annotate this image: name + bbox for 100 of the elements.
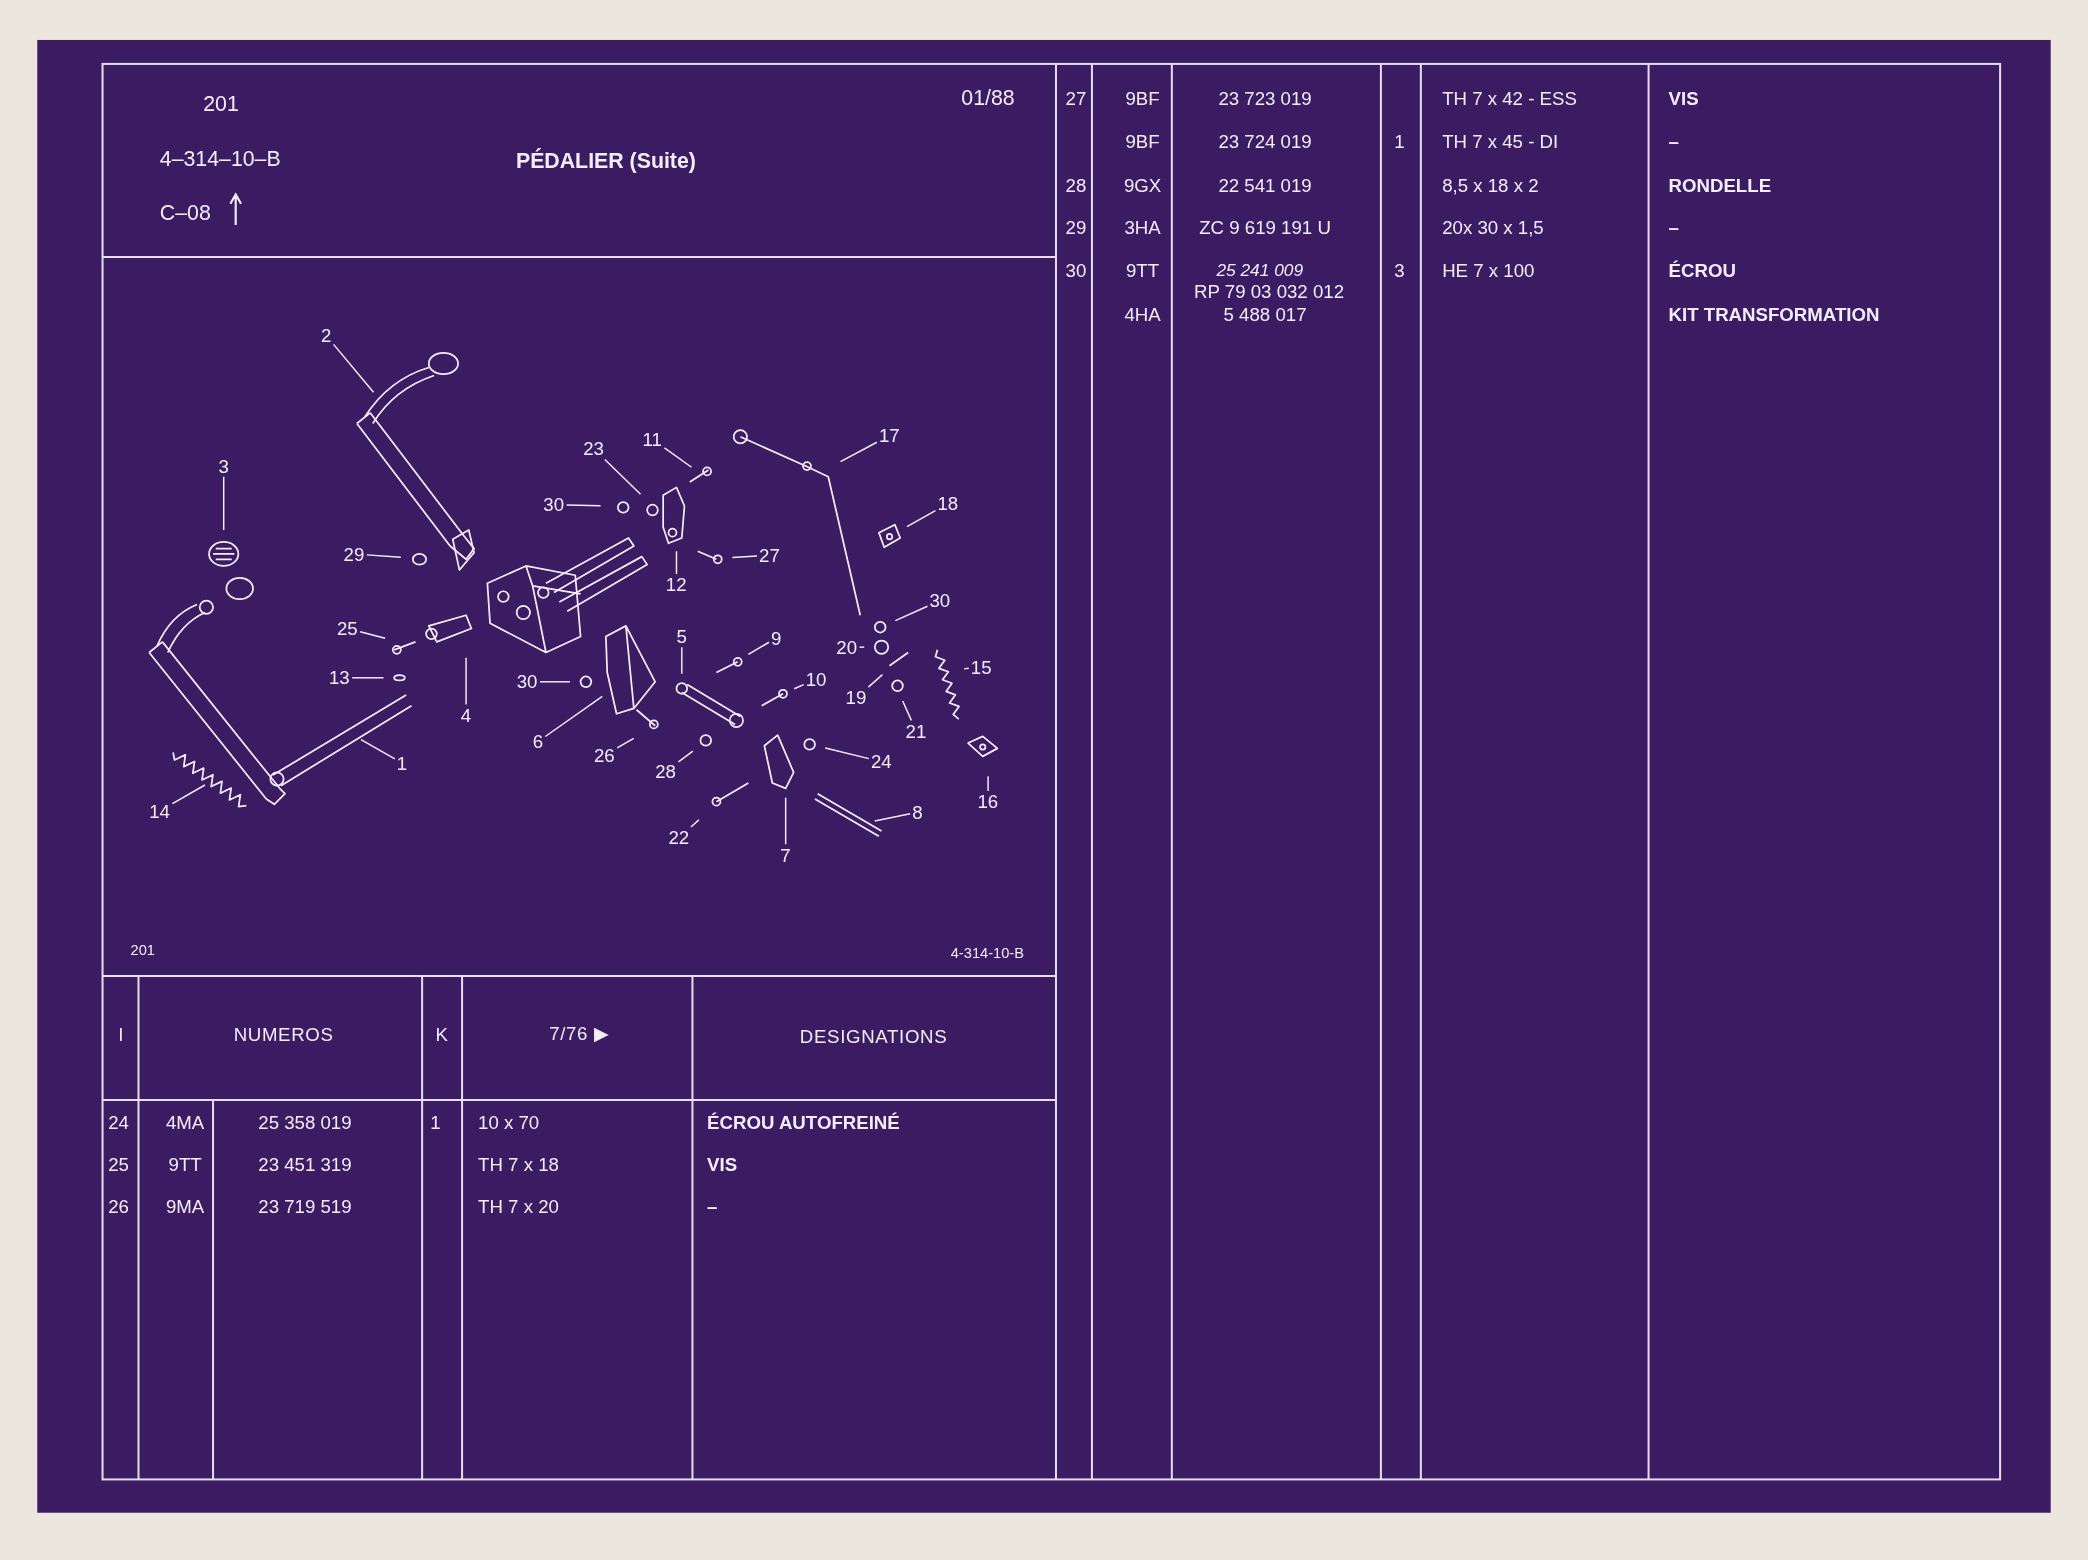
callout-number: 27 xyxy=(759,545,780,565)
leader-line xyxy=(616,737,635,749)
table-cell: TH 7 x 20 xyxy=(478,1197,559,1216)
table-cell: 26 xyxy=(108,1197,129,1216)
callout-number: 8 xyxy=(912,802,923,822)
table-cell: 29 xyxy=(1065,218,1087,238)
callout-number: 30 xyxy=(929,591,951,610)
column-header: DESIGNATIONS xyxy=(799,1026,948,1046)
table-cell: TH 7 x 42 - ESS xyxy=(1442,89,1577,108)
table-cell: 28 xyxy=(1065,175,1087,195)
leader-line xyxy=(366,554,402,558)
callout-number: 2 xyxy=(320,326,332,345)
table-cell: 22 541 019 xyxy=(1218,175,1312,195)
leader-line xyxy=(675,550,678,575)
callout-number: 9 xyxy=(771,628,782,648)
leader-line xyxy=(867,673,884,688)
column-header: 7/76 ▶ xyxy=(549,1024,610,1043)
leader-line xyxy=(793,683,805,690)
table-cell: ZC 9 619 191 U xyxy=(1199,218,1331,238)
table-cell: 23 719 519 xyxy=(258,1197,352,1216)
table-cell: 3HA xyxy=(1124,218,1161,238)
callout-number: 5 xyxy=(676,627,687,646)
reference-code: C–08 xyxy=(159,202,211,224)
table-cell: 20x 30 x 1,5 xyxy=(1442,218,1544,238)
table-cell: – xyxy=(707,1197,718,1216)
table-cell: 9TT xyxy=(1125,261,1160,280)
table-cell: 9TT xyxy=(168,1154,202,1174)
table-cell: HE 7 x 100 xyxy=(1442,261,1535,280)
callout-number: 19 xyxy=(845,688,867,708)
leader-line xyxy=(223,476,225,531)
callout-number: 15 xyxy=(970,657,992,677)
table-cell: 9MA xyxy=(165,1197,205,1216)
table-cell: 25 241 009 xyxy=(1216,261,1304,279)
table-cell: – xyxy=(1668,131,1679,151)
leader-line xyxy=(539,681,571,683)
leader-line xyxy=(681,646,683,675)
table-cell: ÉCROU xyxy=(1668,261,1736,280)
leader-line xyxy=(906,509,937,528)
table-cell: 10 x 70 xyxy=(478,1113,540,1132)
leader-line xyxy=(332,343,375,394)
leader-line xyxy=(351,677,385,679)
leader-line xyxy=(663,447,693,468)
table-cell: ÉCROU AUTOFREINÉ xyxy=(707,1113,900,1132)
callout-number: 16 xyxy=(977,792,999,811)
leader-line xyxy=(677,750,694,763)
table-cell: 3 xyxy=(1394,261,1405,280)
callout-number: 1 xyxy=(396,753,408,773)
callout-number: 30 xyxy=(516,672,538,692)
callout-number: 4 xyxy=(460,705,472,725)
callout-number: 24 xyxy=(870,752,892,771)
leader-line xyxy=(359,631,386,639)
table-cell: 25 358 019 xyxy=(258,1113,352,1132)
leader-line xyxy=(171,784,206,805)
table-cell: 25 xyxy=(108,1154,129,1174)
callout-number: 30 xyxy=(543,495,565,514)
callout-number: 3 xyxy=(218,456,229,476)
leader-line xyxy=(824,747,870,760)
leader-line xyxy=(839,441,878,463)
callout-number: 21 xyxy=(905,721,927,741)
callout-number: 10 xyxy=(805,669,827,689)
date-text: 01/88 xyxy=(961,87,1015,110)
table-cell: TH 7 x 18 xyxy=(478,1154,559,1174)
table-cell: 9BF xyxy=(1125,89,1160,108)
leader-line xyxy=(874,813,911,822)
table-cell: 1 xyxy=(430,1113,441,1132)
callout-number: 6 xyxy=(532,732,544,752)
callout-number: 7 xyxy=(780,845,791,865)
callout-number: 18 xyxy=(937,494,959,513)
leader-line xyxy=(544,695,604,738)
leader-line xyxy=(731,555,758,559)
leader-line xyxy=(465,657,467,706)
callout-number: 14 xyxy=(149,801,170,821)
table-cell: – xyxy=(1668,218,1679,238)
callout-number: 13 xyxy=(328,668,350,688)
drawing-reference: 201 xyxy=(130,943,155,959)
callout-number: 11 xyxy=(642,430,662,449)
table-cell: 4HA xyxy=(1124,304,1161,324)
callout-number: 23 xyxy=(583,439,604,459)
table-cell: 23 724 019 xyxy=(1218,131,1312,151)
leader-line xyxy=(987,775,989,792)
leader-line xyxy=(565,504,602,507)
table-cell: 27 xyxy=(1065,89,1087,108)
table-cell: RP 79 03 032 012 xyxy=(1194,282,1345,301)
leader-line xyxy=(747,641,770,656)
table-cell: 23 723 019 xyxy=(1218,89,1312,108)
callout-number: 29 xyxy=(343,544,365,564)
callout-number: 28 xyxy=(655,761,676,781)
page-number: 201 xyxy=(203,93,239,115)
leader-line xyxy=(963,667,970,670)
table-cell: 8,5 x 18 x 2 xyxy=(1442,175,1539,195)
leader-line xyxy=(902,700,913,722)
diagram-title: PÉDALIER (Suite) xyxy=(515,150,696,172)
callout-number: 20 xyxy=(836,637,857,657)
leader-line xyxy=(604,458,642,495)
column-header: K xyxy=(435,1025,449,1044)
table-cell: TH 7 x 45 - DI xyxy=(1442,131,1559,151)
table-cell: 9GX xyxy=(1123,175,1162,195)
table-cell: KIT TRANSFORMATION xyxy=(1668,304,1880,324)
callout-number: 26 xyxy=(593,745,615,765)
column-header: NUMEROS xyxy=(233,1025,334,1044)
